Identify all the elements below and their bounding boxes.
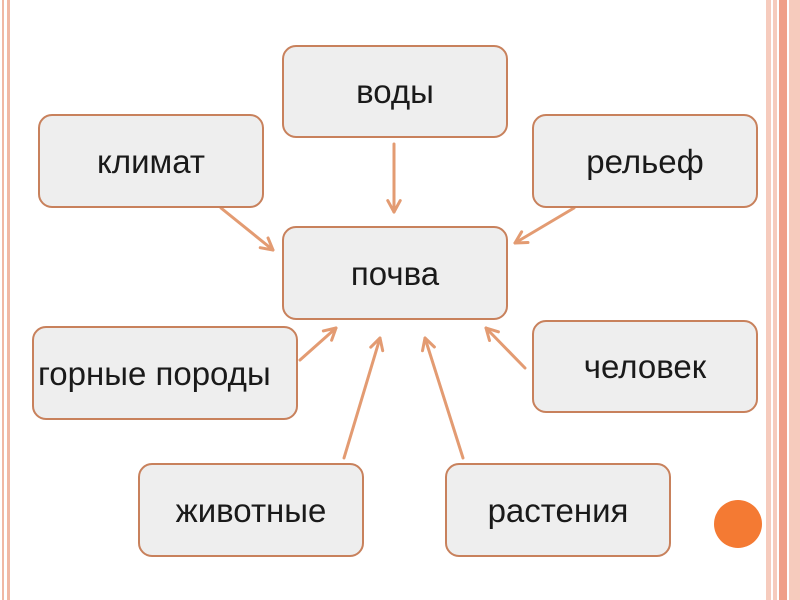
center-node-label: почва [350,254,440,292]
factor-node-rasteniya: растения [445,463,671,557]
frame-band [773,0,777,600]
center-node-pochva: почва [282,226,508,320]
arrow-head [421,336,436,353]
slide-frame-right [766,0,800,600]
arrow-chelovek-to-pochva [484,326,527,370]
arrow-shaft [423,336,465,460]
arrow-shaft [219,206,275,252]
factor-node-label: воды [356,73,434,110]
factor-node-label: рельеф [586,142,704,180]
frame-rule [2,0,4,600]
arrow-zhivotnye-to-pochva [342,336,385,460]
arrow-head [484,326,500,343]
factor-node-klimat: климат [38,114,264,208]
accent-dot [714,500,762,548]
factor-node-zhivotnye: животные [138,463,364,557]
factor-node-label: животные [175,491,327,529]
arrow-head [386,199,402,214]
arrow-relef-to-pochva [513,206,576,245]
factor-node-chelovek: человек [532,320,758,413]
frame-band [779,0,787,600]
arrow-shaft [513,206,576,245]
slide-frame-left [0,0,12,600]
arrow-shaft [342,336,382,460]
frame-band [789,0,800,600]
factor-node-vody: воды [282,45,508,138]
factor-node-relef: рельеф [532,114,758,208]
arrow-shaft [484,326,527,370]
arrow-head [369,336,385,353]
arrow-head [258,236,275,252]
arrow-rasteniya-to-pochva [421,336,465,460]
frame-band [766,0,771,600]
arrow-head [513,230,530,245]
factor-node-label: растения [487,491,629,529]
frame-rule [7,0,10,600]
arrow-head [321,326,338,342]
factor-node-label: человек [583,348,707,385]
factor-node-gornye-porody: горные породы [32,326,298,420]
arrow-gornye-porody-to-pochva [298,326,338,362]
factor-node-label: горные породы [38,354,271,392]
arrow-shaft [298,326,338,362]
arrow-vody-to-pochva [386,142,402,214]
arrow-klimat-to-pochva [219,206,275,252]
factor-node-label: климат [97,142,205,180]
